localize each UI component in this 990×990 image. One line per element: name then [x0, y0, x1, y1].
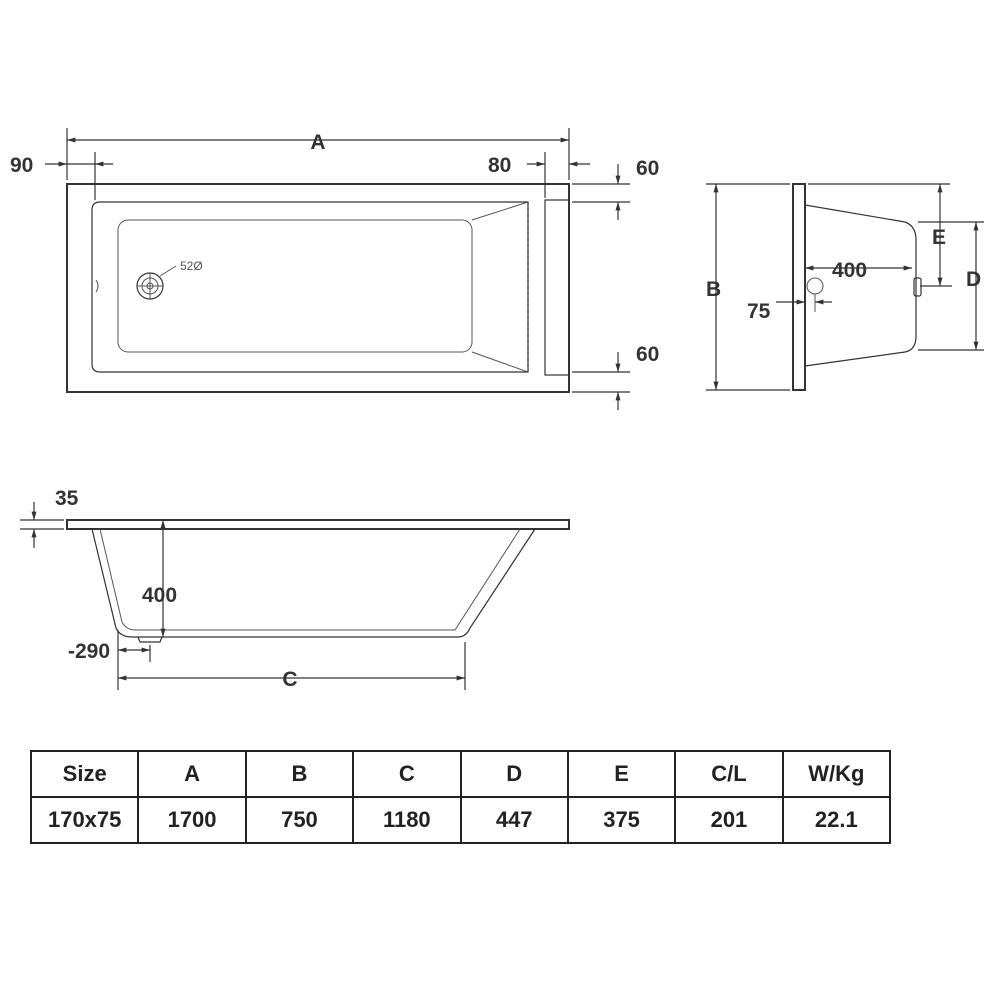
- cell-cl: 201: [674, 796, 784, 844]
- cell-weight: 22.1: [781, 796, 892, 844]
- dimension-c-label: C: [282, 668, 297, 691]
- cell-d: 447: [459, 796, 569, 844]
- cell-c: 1180: [352, 796, 462, 844]
- top-view: 52Ø A 90 80 60 60: [10, 128, 659, 410]
- cell-a: 1700: [137, 796, 247, 844]
- header-d: D: [459, 750, 569, 798]
- dimension-a-label: A: [310, 131, 325, 154]
- table-row: 170x75 1700 750 1180 447 375 201 22.1: [29, 796, 892, 844]
- cell-b: 750: [244, 796, 355, 844]
- dimension-400-end-label: 400: [832, 259, 867, 282]
- dimension-b-label: B: [706, 278, 721, 301]
- spec-table: Size A B C D E C/L W/Kg 170x75 1700 750 …: [29, 750, 892, 844]
- side-view: 35 400 -290 C: [20, 487, 570, 691]
- dimension-60-top-label: 60: [636, 157, 659, 180]
- dimension-290-label: -290: [68, 640, 110, 663]
- dimension-80-label: 80: [488, 154, 511, 177]
- dimension-75-label: 75: [747, 300, 771, 323]
- header-a: A: [137, 750, 247, 798]
- cell-size: 170x75: [29, 796, 140, 844]
- header-e: E: [566, 750, 677, 798]
- header-weight: W/Kg: [781, 750, 892, 798]
- header-cl: C/L: [674, 750, 784, 798]
- dimension-90-label: 90: [10, 154, 33, 177]
- waste-outlet-icon: [136, 265, 177, 300]
- dimension-e-label: E: [932, 226, 946, 249]
- dimension-60-bottom-label: 60: [636, 343, 659, 366]
- cell-e: 375: [566, 796, 677, 844]
- dimension-400-side-label: 400: [142, 584, 177, 607]
- dimension-d-label: D: [966, 268, 981, 291]
- dimension-35-label: 35: [55, 487, 79, 510]
- header-c: C: [352, 750, 462, 798]
- end-view: B 400 75 E D: [706, 183, 984, 391]
- header-size: Size: [29, 750, 140, 798]
- spec-header-row: Size A B C D E C/L W/Kg: [29, 750, 892, 798]
- waste-diameter-label: 52Ø: [180, 259, 203, 273]
- header-b: B: [244, 750, 355, 798]
